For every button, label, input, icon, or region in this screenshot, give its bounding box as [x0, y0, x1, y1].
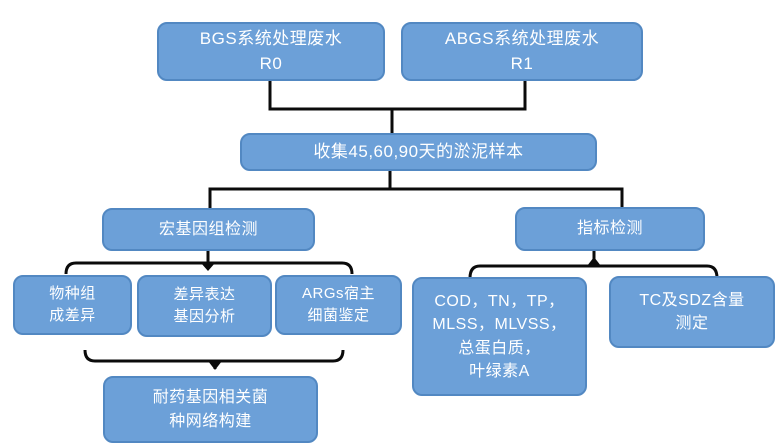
- node-metagenome-detection-label: 宏基因组检测: [158, 220, 258, 238]
- node-collect-sludge-samples-label: 收集45,60,90天的淤泥样本: [313, 141, 524, 161]
- node-indicator-detection-label: 指标检测: [576, 220, 643, 238]
- node-water-quality-indicators-label: COD，TN，TP， MLSS，MLVSS， 总蛋白质， 叶绿素A: [432, 293, 567, 380]
- node-differential-expression-genes-label: 差异表达 基因分析: [173, 286, 236, 325]
- connector-top-fork: [268, 81, 527, 133]
- node-differential-expression-genes: 差异表达 基因分析: [137, 275, 272, 337]
- node-abgs-system-r1-label: ABGS系统处理废水 R1: [444, 28, 600, 73]
- node-metagenome-detection: 宏基因组检测: [102, 208, 315, 251]
- connector-left-bracket: [64, 251, 354, 275]
- node-collect-sludge-samples: 收集45,60,90天的淤泥样本: [240, 133, 597, 171]
- node-species-composition-diff-label: 物种组 成差异: [49, 285, 96, 324]
- connector-mid-fork: [208, 170, 624, 208]
- node-water-quality-indicators: COD，TN，TP， MLSS，MLVSS， 总蛋白质， 叶绿素A: [412, 277, 587, 396]
- node-bgs-system-r0: BGS系统处理废水 R0: [157, 22, 385, 81]
- node-tc-sdz-content: TC及SDZ含量 测定: [609, 276, 775, 348]
- node-abgs-system-r1: ABGS系统处理废水 R1: [401, 22, 643, 81]
- node-args-host-bacteria-label: ARGs宿主 细菌鉴定: [301, 285, 375, 324]
- node-species-composition-diff: 物种组 成差异: [13, 275, 132, 335]
- node-resistance-gene-network: 耐药基因相关菌 种网络构建: [103, 376, 318, 443]
- connector-bottom-brace: [83, 349, 345, 370]
- node-bgs-system-r0-label: BGS系统处理废水 R0: [199, 28, 343, 73]
- connector-right-bracket: [468, 251, 719, 279]
- node-resistance-gene-network-label: 耐药基因相关菌 种网络构建: [152, 389, 269, 430]
- node-indicator-detection: 指标检测: [515, 207, 705, 251]
- node-tc-sdz-content-label: TC及SDZ含量 测定: [639, 291, 745, 332]
- node-args-host-bacteria: ARGs宿主 细菌鉴定: [275, 275, 402, 335]
